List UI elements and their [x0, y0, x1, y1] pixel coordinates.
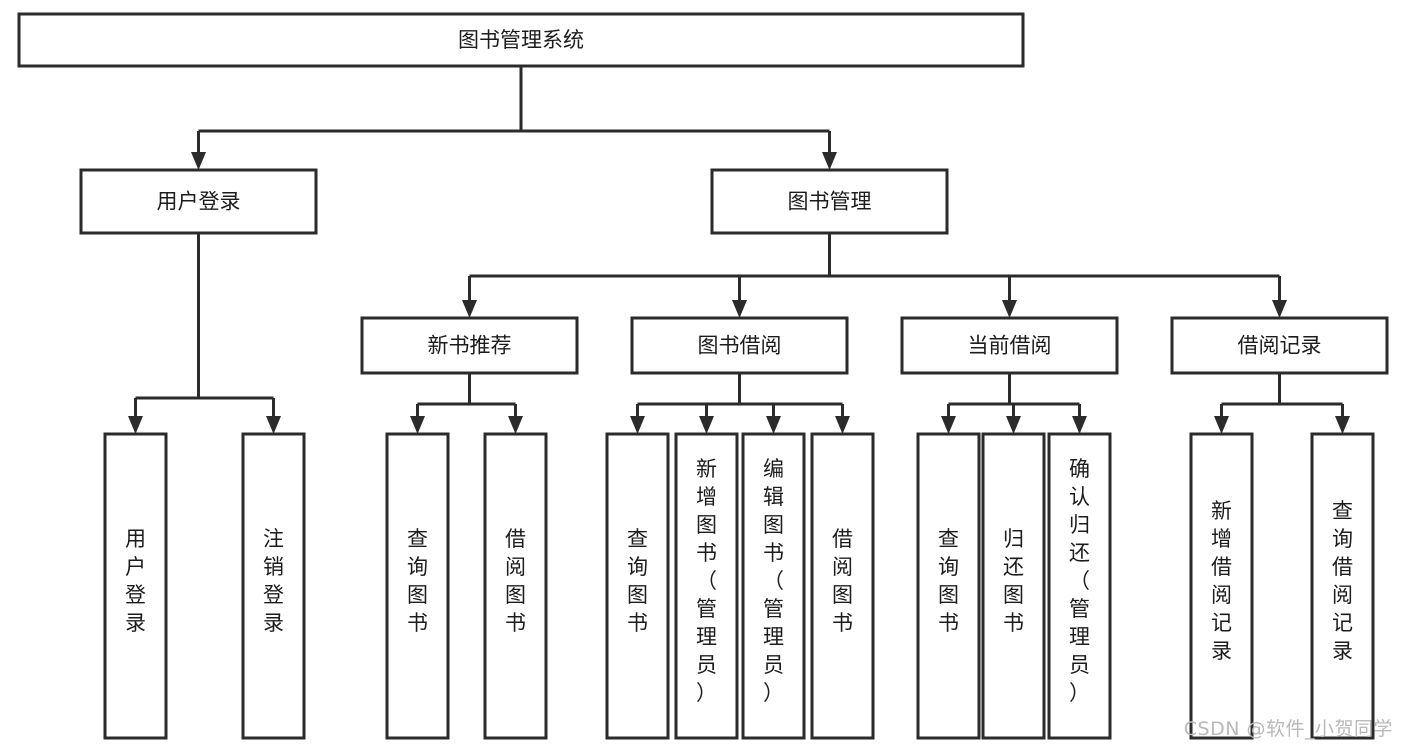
- edge-group-bookmgmt-children: [462, 233, 1287, 318]
- node-label: 图书管理: [788, 190, 872, 214]
- edge-group-login-children: [128, 233, 281, 434]
- node-box: [1170, 316, 1389, 375]
- edge-arrowhead: [462, 300, 477, 318]
- node-label: 用户登录: [157, 190, 241, 214]
- node-label: 确认归还（管理员）: [1069, 457, 1090, 705]
- node-box: [1189, 432, 1254, 740]
- edge-group-current-children: [941, 373, 1087, 434]
- node-bookmgmt[interactable]: 图书管理: [710, 168, 949, 235]
- edge-group-newbook-children: [410, 373, 523, 434]
- node-box: [241, 432, 306, 740]
- node-label: 归还图书: [1003, 527, 1024, 635]
- node-records[interactable]: 借阅记录: [1170, 316, 1389, 375]
- edge-arrowhead: [508, 416, 523, 434]
- edge-arrowhead: [822, 152, 837, 170]
- node-box: [900, 316, 1119, 375]
- node-login[interactable]: 用户登录: [79, 168, 318, 235]
- node-box: [1310, 432, 1375, 740]
- node-box: [674, 432, 739, 740]
- node-box: [605, 432, 670, 740]
- csdn-watermark: CSDN @软件_小贺同学: [1183, 718, 1393, 740]
- edge-arrowhead: [699, 416, 714, 434]
- node-nb-query[interactable]: 查询图书: [385, 432, 450, 740]
- node-bo-query[interactable]: 查询图书: [605, 432, 670, 740]
- node-borrow[interactable]: 图书借阅: [630, 316, 849, 375]
- edge-arrowhead: [941, 416, 956, 434]
- node-label: 当前借阅: [968, 334, 1052, 358]
- node-login-out[interactable]: 注销登录: [241, 432, 306, 740]
- edge-arrowhead: [1006, 416, 1021, 434]
- edge-arrowhead: [1272, 300, 1287, 318]
- node-label: 查询图书: [938, 527, 959, 635]
- node-label: 查询图书: [627, 527, 648, 635]
- node-box: [103, 432, 168, 740]
- node-label: 新书推荐: [428, 334, 512, 358]
- node-cu-return[interactable]: 归还图书: [981, 432, 1046, 740]
- node-label: 图书管理系统: [458, 28, 584, 52]
- edge-arrowhead: [732, 300, 747, 318]
- node-label: 查询借阅记录: [1332, 499, 1353, 663]
- edge-group-records-children: [1214, 373, 1350, 434]
- node-cu-query[interactable]: 查询图书: [916, 432, 981, 740]
- edge-arrowhead: [1072, 416, 1087, 434]
- edge-arrowhead: [835, 416, 850, 434]
- node-box: [916, 432, 981, 740]
- node-newbook[interactable]: 新书推荐: [360, 316, 579, 375]
- node-label: 借阅记录: [1238, 334, 1322, 358]
- node-label: 查询图书: [407, 527, 428, 635]
- edge-arrowhead: [410, 416, 425, 434]
- node-label: 新增图书（管理员）: [696, 457, 717, 705]
- node-label: 图书借阅: [698, 334, 782, 358]
- node-box: [1047, 432, 1112, 740]
- node-box: [483, 432, 548, 740]
- node-label: 借阅图书: [505, 527, 526, 635]
- node-re-query[interactable]: 查询借阅记录: [1310, 432, 1375, 740]
- node-current[interactable]: 当前借阅: [900, 316, 1119, 375]
- node-label: 编辑图书（管理员）: [763, 457, 784, 705]
- node-box: [630, 316, 849, 375]
- node-nb-borrow[interactable]: 借阅图书: [483, 432, 548, 740]
- edge-arrowhead: [1002, 300, 1017, 318]
- node-bo-edit[interactable]: 编辑图书（管理员）: [741, 432, 806, 740]
- node-label: 注销登录: [263, 527, 284, 635]
- node-box: [360, 316, 579, 375]
- node-box: [710, 168, 949, 235]
- node-root[interactable]: 图书管理系统: [17, 12, 1025, 68]
- node-cu-confirm[interactable]: 确认归还（管理员）: [1047, 432, 1112, 740]
- edge-arrowhead: [630, 416, 645, 434]
- node-bo-add[interactable]: 新增图书（管理员）: [674, 432, 739, 740]
- node-box: [385, 432, 450, 740]
- edge-arrowhead: [1214, 416, 1229, 434]
- node-label: 新增借阅记录: [1211, 499, 1232, 663]
- node-box: [79, 168, 318, 235]
- edge-arrowhead: [191, 152, 206, 170]
- node-label: 用户登录: [125, 527, 146, 635]
- node-box: [17, 12, 1025, 68]
- node-box: [810, 432, 875, 740]
- edge-arrowhead: [128, 416, 143, 434]
- edges-layer: [128, 66, 1350, 434]
- node-login-in[interactable]: 用户登录: [103, 432, 168, 740]
- edge-arrowhead: [766, 416, 781, 434]
- node-bo-borrow[interactable]: 借阅图书: [810, 432, 875, 740]
- node-box: [981, 432, 1046, 740]
- node-box: [741, 432, 806, 740]
- nodes-layer: 图书管理系统用户登录图书管理用户登录注销登录新书推荐图书借阅当前借阅借阅记录查询…: [17, 12, 1389, 740]
- edge-arrowhead: [266, 416, 281, 434]
- node-re-add[interactable]: 新增借阅记录: [1189, 432, 1254, 740]
- edge-arrowhead: [1335, 416, 1350, 434]
- edge-group-root-children: [191, 66, 837, 170]
- node-label: 借阅图书: [832, 527, 853, 635]
- edge-group-borrow-children: [630, 373, 850, 434]
